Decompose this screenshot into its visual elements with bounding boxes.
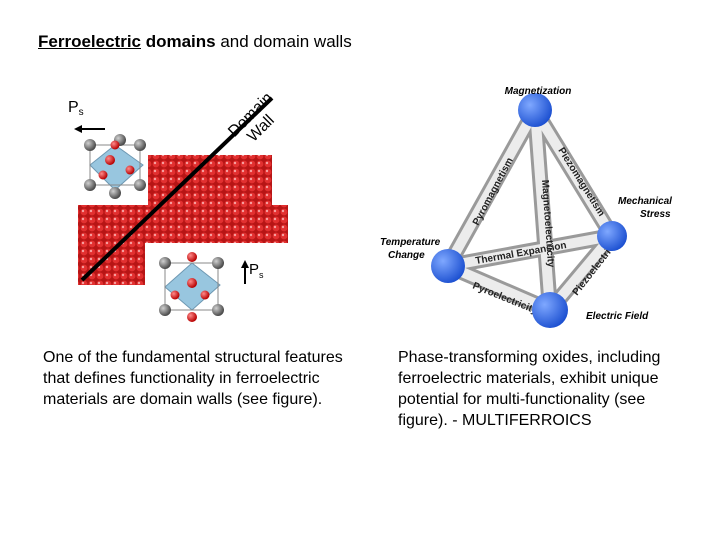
ps-top-label: Ps — [68, 99, 84, 118]
paragraph-left: One of the fundamental structural featur… — [43, 349, 343, 408]
lattice-block — [78, 155, 288, 285]
paragraph-right: Phase-transforming oxides, including fer… — [398, 349, 661, 429]
domain-wall-figure: Ps Domain Wall Ps — [68, 89, 288, 322]
label-electric-field: Electric Field — [586, 311, 649, 322]
domain-wall-line — [80, 96, 274, 282]
page-title: Ferroelectric domains and domain walls — [38, 32, 352, 52]
node-magnetization — [518, 93, 552, 127]
node-electric-field — [532, 292, 568, 328]
edge-piezomagnetism: Piezomagnetism — [555, 146, 606, 219]
title-part-ferroelectric: Ferroelectric — [38, 32, 141, 51]
node-mechanical-stress — [597, 221, 627, 251]
unit-cell-top — [84, 134, 146, 199]
title-part-walls: and domain walls — [215, 32, 352, 51]
node-temperature-change — [431, 249, 465, 283]
label-magnetization: Magnetization — [505, 86, 572, 97]
title-part-domains: domains — [141, 32, 216, 51]
edge-pyromagnetism: Pyromagnetism — [471, 156, 516, 228]
multiferroic-tetrahedron: Pyromagnetism Piezomagnetism Magnetoelec… — [380, 86, 672, 328]
unit-cell-bottom — [159, 252, 224, 322]
ps-bottom-label: Ps — [249, 261, 264, 280]
